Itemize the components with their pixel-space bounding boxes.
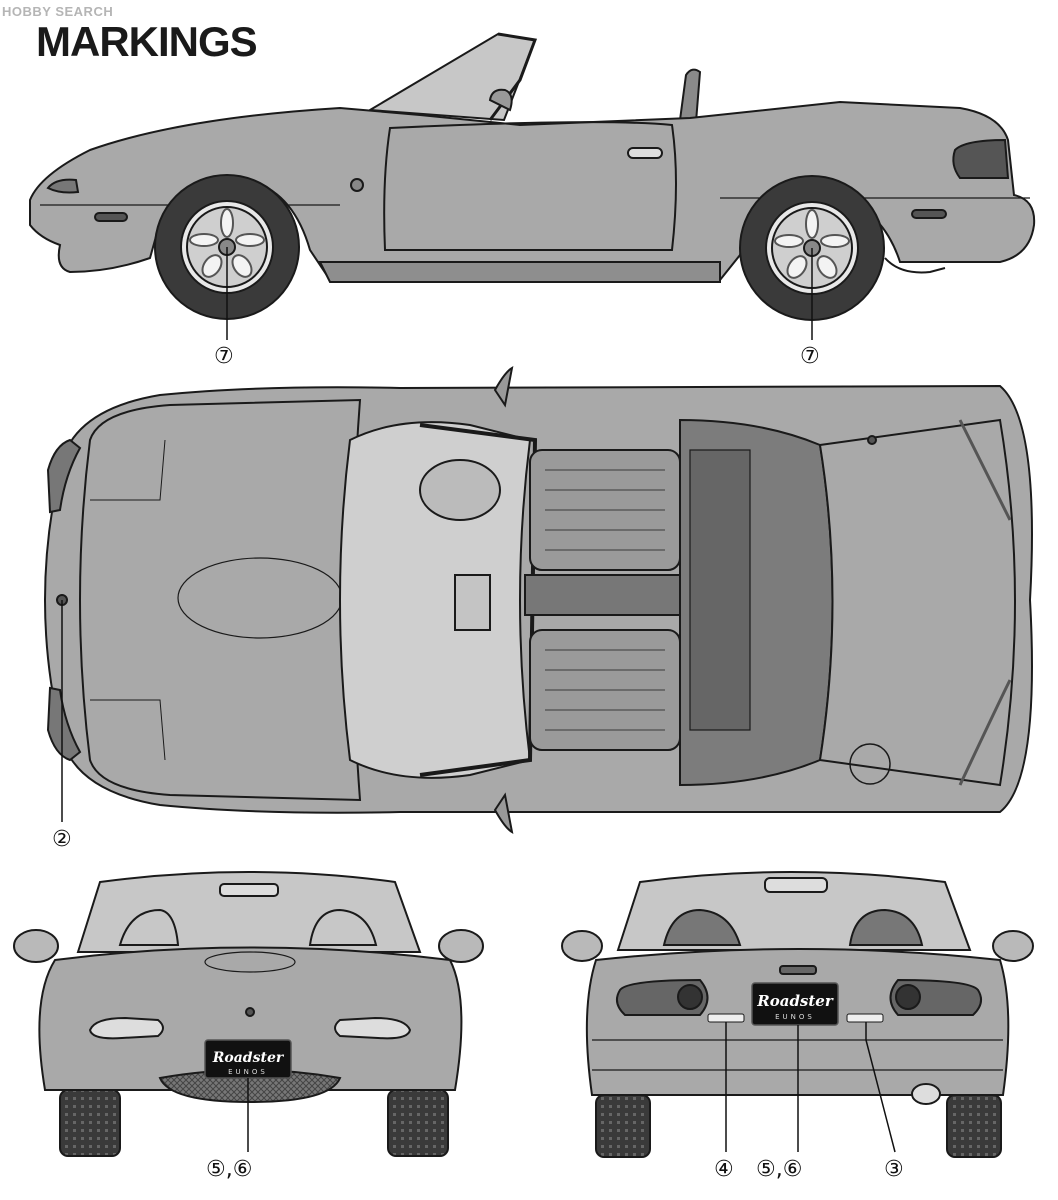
rear-badge-right [846, 1013, 884, 1023]
rear-license-plate: Roadster EUNOS [751, 982, 839, 1026]
fuel-cap [849, 743, 891, 785]
rear-badge-left [707, 1013, 745, 1023]
callout-front-plate: ⑤,⑥ [206, 1157, 252, 1182]
door-handle [627, 147, 663, 159]
rear-plate-sub: EUNOS [775, 1013, 815, 1021]
top-view [44, 366, 1033, 834]
front-view [13, 871, 484, 1157]
callout-rear-badge-left: ④ [714, 1157, 734, 1182]
front-plate-script: Roadster [212, 1050, 285, 1066]
callout-top-hood-emblem: ② [52, 827, 72, 852]
side-front-wheel-spokes [189, 208, 265, 278]
page-title: MARKINGS [36, 18, 258, 65]
front-body [38, 946, 463, 1091]
rear-plate-script: Roadster [756, 992, 834, 1010]
callout-rear-badge-right: ③ [884, 1157, 904, 1182]
callout-side-rear-wheel: ⑦ [800, 344, 820, 369]
hobby-search-watermark: HOBBY SEARCH [2, 4, 114, 19]
callout-side-front-wheel: ⑦ [214, 344, 234, 369]
side-view [29, 32, 1036, 321]
front-license-plate: Roadster EUNOS [204, 1039, 292, 1079]
front-plate-sub: EUNOS [228, 1068, 268, 1076]
callout-rear-plate: ⑤,⑥ [756, 1157, 802, 1182]
